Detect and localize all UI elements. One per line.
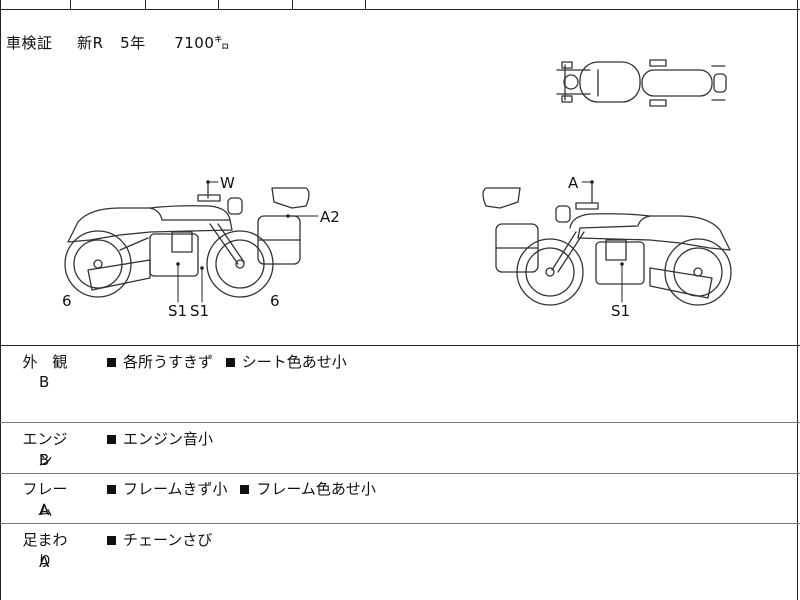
header-cell-divider [292, 0, 293, 9]
condition-title: 足まわり [22, 531, 68, 570]
mark-luggage: A2 [320, 208, 340, 226]
mark-mirror: A [568, 174, 579, 192]
bullet-icon [107, 535, 116, 545]
bullet-icon [225, 357, 235, 367]
motorcycle-top-view [556, 59, 727, 107]
condition-note: フレーム色あせ小 [256, 480, 376, 498]
mark-right-frame: S1 [611, 302, 631, 320]
certificate-status: 新R [77, 34, 104, 52]
certificate-label: 車検証 [6, 34, 53, 52]
motorcycle-left-view [64, 181, 310, 298]
mark-rear-wheel: 6 [62, 292, 72, 310]
mark-front-wheel: 6 [270, 292, 280, 310]
vehicle-certificate-line: 車検証 新R 5年 7100㌔ [6, 32, 230, 53]
condition-grade: A [39, 553, 50, 571]
condition-title: エンジン [22, 430, 68, 469]
condition-notes: フレームきず小 フレーム色あせ小 [107, 478, 384, 499]
condition-note: シート色あせ小 [241, 353, 347, 371]
condition-note: 各所うすきず [123, 353, 214, 371]
bullet-icon [107, 434, 116, 444]
condition-notes: 各所うすきず シート色あせ小 [107, 351, 355, 372]
mark-windscreen: W [220, 174, 235, 192]
header-cell-divider [365, 0, 366, 9]
condition-note: フレームきず小 [123, 480, 228, 498]
table-top-border [0, 345, 800, 346]
condition-title: フレーム [22, 480, 68, 519]
bullet-icon [107, 484, 116, 494]
condition-notes: エンジン音小 [107, 428, 221, 449]
mark-frame-2: S1 [190, 302, 210, 320]
header-cell-divider [70, 0, 71, 9]
top-header-strip [0, 0, 800, 10]
motorcycle-diagram [64, 59, 732, 306]
bullet-icon [240, 484, 250, 494]
row-divider [0, 422, 800, 423]
mileage-value: 7100㌔ [174, 34, 230, 52]
condition-title: 外 観 [22, 353, 68, 371]
condition-grade: B [39, 451, 50, 469]
mark-frame-1: S1 [168, 302, 188, 320]
condition-note: エンジン音小 [123, 430, 214, 448]
condition-grade: B [39, 373, 50, 391]
row-divider [0, 473, 800, 474]
condition-notes: チェーンさび [107, 529, 220, 550]
header-cell-divider [145, 0, 146, 9]
header-cell-divider [218, 0, 219, 9]
row-divider [0, 523, 800, 524]
bullet-icon [107, 357, 116, 367]
damage-leader-lines [177, 181, 623, 303]
motorcycle-right-view [482, 181, 732, 306]
condition-grade: A [39, 501, 50, 519]
certificate-years: 5年 [120, 34, 146, 52]
condition-note: チェーンさび [123, 531, 213, 549]
